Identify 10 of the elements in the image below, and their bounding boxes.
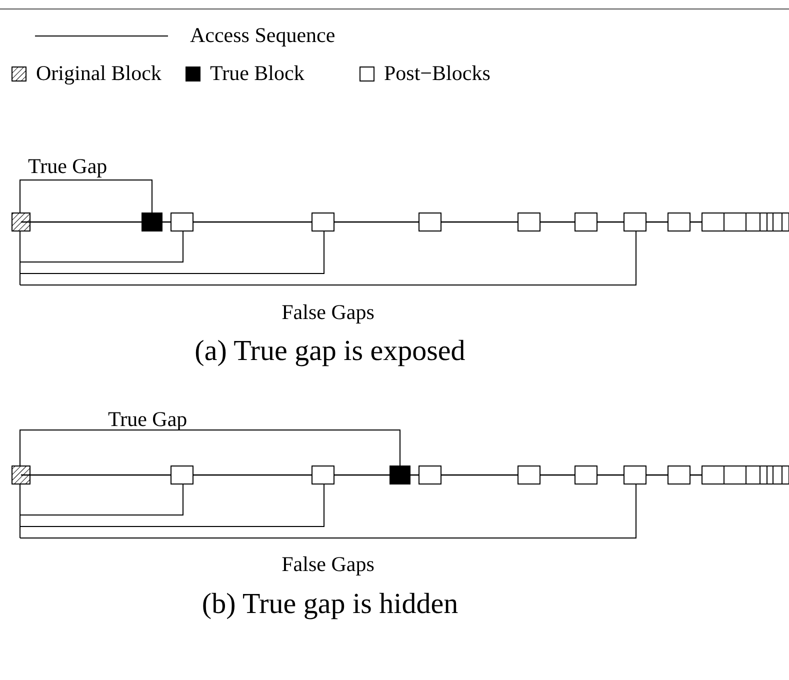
legend-label: Post−Blocks — [384, 63, 490, 84]
caption: (b) True gap is hidden — [202, 590, 458, 619]
caption: (a) True gap is exposed — [194, 337, 466, 366]
gap-label: False Gaps — [282, 302, 374, 323]
gap-label: True Gap — [108, 409, 188, 430]
legend-label: Access Sequence — [190, 25, 336, 46]
legend-label: True Block — [210, 63, 304, 84]
gap-label: True Gap — [28, 156, 108, 177]
legend-label: Original Block — [36, 63, 162, 84]
gap-label: False Gaps — [282, 554, 374, 575]
